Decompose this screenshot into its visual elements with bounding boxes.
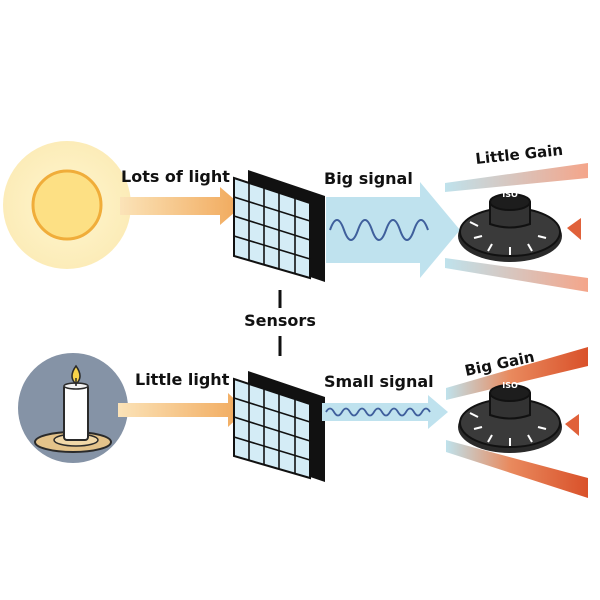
little-light-arrow	[118, 393, 246, 427]
iso-label-top: ISO	[502, 190, 518, 199]
sensor-bottom	[233, 371, 325, 482]
small-signal-wave-icon	[325, 407, 431, 417]
little-gain-bars	[445, 163, 588, 292]
sun-icon	[3, 141, 131, 269]
big-signal-label: Big signal	[324, 169, 413, 188]
pointer-triangle-icon-bottom	[565, 414, 579, 436]
iso-dial-icon-top: ISO	[458, 190, 562, 262]
lots-of-light-label: Lots of light	[121, 167, 230, 186]
little-gain-label: Little Gain	[475, 141, 564, 168]
sensor-top	[233, 170, 325, 282]
candle-icon	[18, 353, 128, 463]
sensors-label: Sensors	[244, 311, 316, 330]
small-signal-label: Small signal	[324, 372, 434, 391]
big-signal-wave-icon	[329, 219, 429, 241]
little-light-label: Little light	[135, 370, 230, 389]
big-signal-arrow	[326, 182, 460, 278]
lots-of-light-arrow	[120, 187, 242, 225]
iso-label-bottom: ISO	[502, 381, 518, 390]
pointer-triangle-icon-top	[567, 218, 581, 240]
big-gain-bars	[446, 347, 588, 498]
iso-dial-icon-bottom: ISO	[458, 381, 562, 453]
small-signal-arrow	[322, 395, 448, 429]
